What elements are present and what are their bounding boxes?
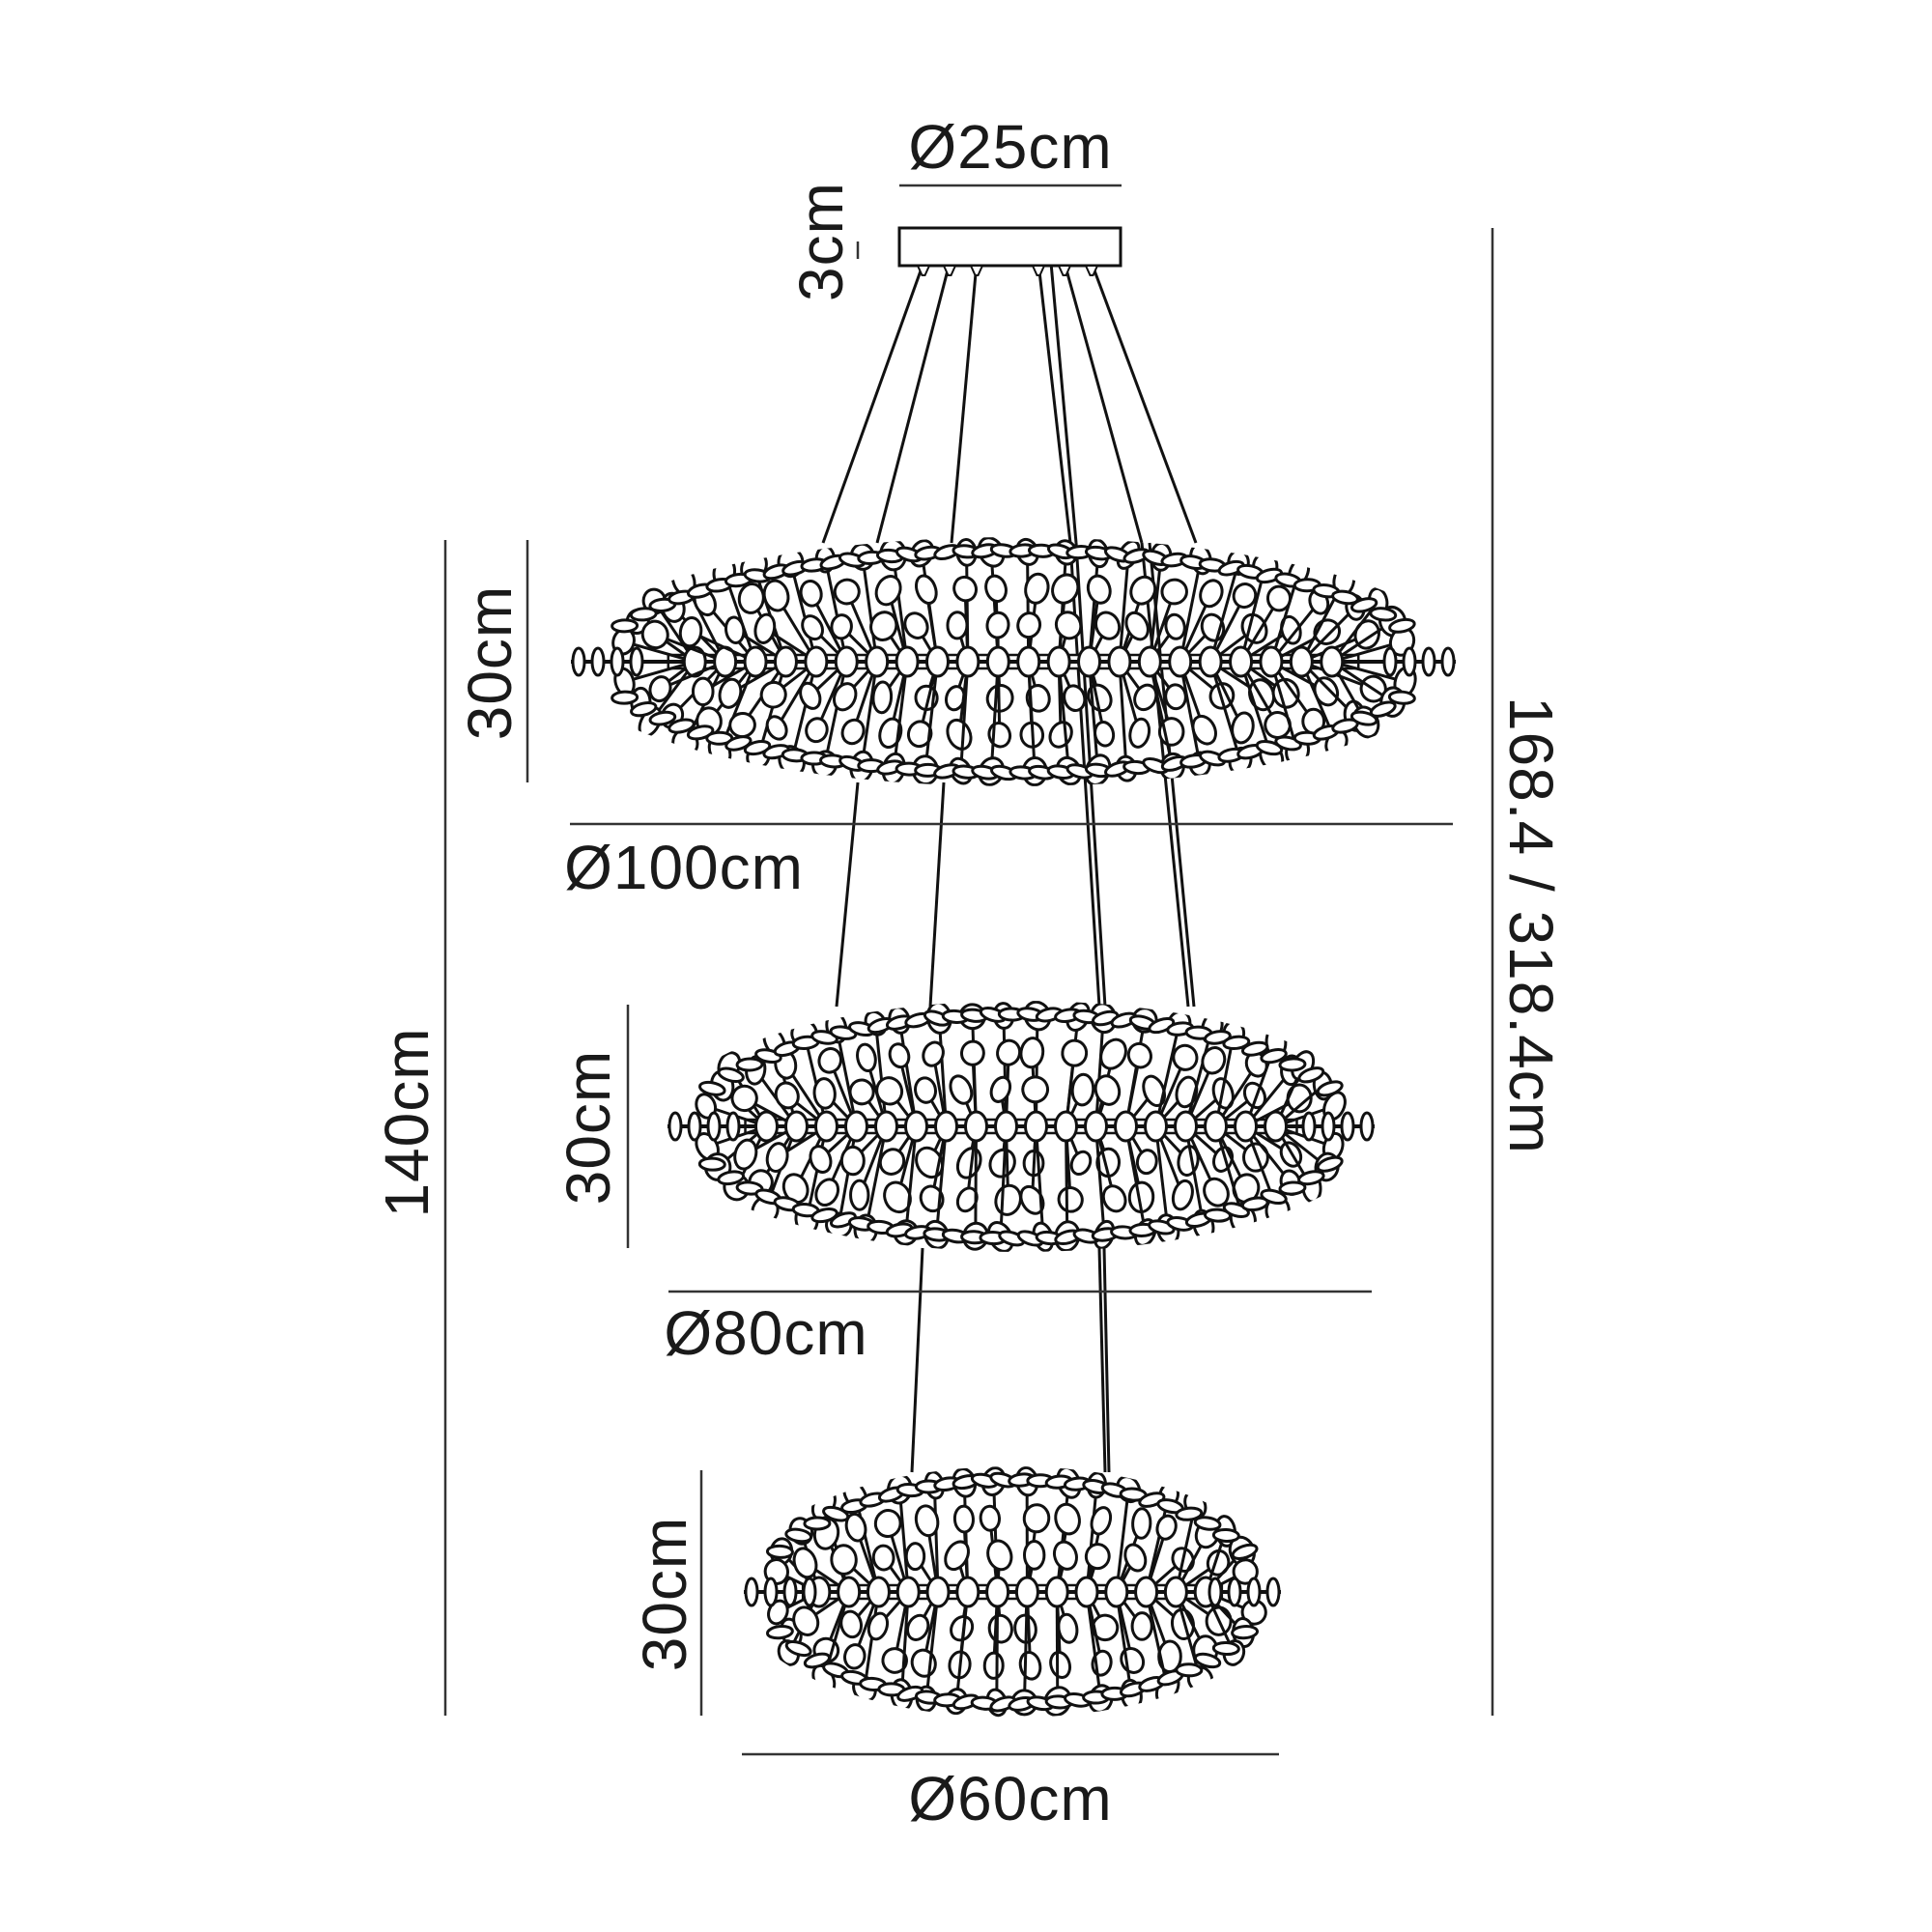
wire-gripper-icon [1084, 265, 1099, 276]
tier3-height-label: 30cm [630, 1516, 699, 1672]
suspension-wire [1037, 262, 1072, 544]
canopy-plate [897, 226, 1122, 268]
wire-gripper-icon [1057, 265, 1072, 276]
suspension-wire [1097, 1247, 1107, 1473]
crystal-ring-tier-1 [571, 537, 1456, 786]
suspension-wire [928, 781, 946, 1008]
tier1-diameter-label: Ø100cm [564, 833, 804, 902]
suspension-wires [821, 262, 1198, 1473]
suspension-wire [875, 262, 952, 544]
overall-height-label: 168.4 / 318.4cm [1496, 696, 1566, 1154]
wire-gripper-icon [916, 265, 931, 276]
dimension-lines [443, 184, 1494, 1756]
crystal-rings [571, 537, 1456, 1718]
canopy-diameter-label: Ø25cm [908, 112, 1113, 182]
crystal-ring-tier-3 [744, 1466, 1281, 1718]
suspension-wire [835, 781, 860, 1008]
suspension-wire [821, 262, 925, 544]
crystal-ring-tier-2 [668, 1001, 1375, 1252]
canopy-height-label: 3cm [786, 182, 856, 301]
tier3-diameter-label: Ø60cm [908, 1764, 1113, 1833]
drop-height-label: 140cm [372, 1027, 441, 1218]
suspension-wire [1102, 1247, 1111, 1473]
wire-gripper-icon [942, 265, 957, 276]
ceiling-canopy [897, 226, 1122, 276]
tier2-height-label: 30cm [554, 1049, 623, 1206]
suspension-wire [1090, 262, 1198, 544]
wire-gripper-icon [1031, 265, 1046, 276]
suspension-wire [1049, 262, 1078, 544]
tier2-diameter-label: Ø80cm [664, 1298, 868, 1368]
suspension-wire [910, 1247, 924, 1473]
tier1-height-label: 30cm [455, 584, 525, 741]
suspension-wire [1063, 262, 1144, 544]
suspension-wire [950, 262, 979, 544]
wire-gripper-icon [969, 265, 984, 276]
